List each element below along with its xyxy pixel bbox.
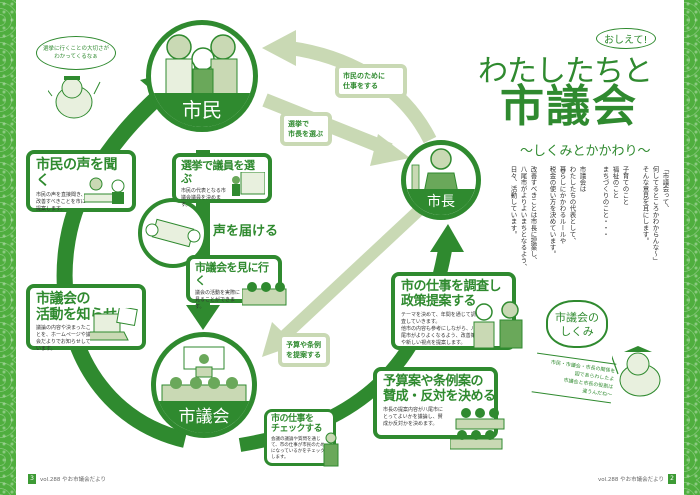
label-propose-budget: 予算や条例 を提案する bbox=[278, 333, 330, 367]
box-research-title: 市の仕事を調査し 政策提案する bbox=[401, 279, 502, 309]
box-vote: 予算案や条例案の 賛成・反対を決める 市長の提案内容が八尾市にとってよいかを議論… bbox=[373, 367, 498, 439]
citizens-node: 市民 bbox=[146, 20, 258, 132]
council-members-illustration bbox=[450, 408, 505, 450]
council-node: 市議会 bbox=[151, 332, 257, 438]
footer-left-text: vol.288 やお市議会だより bbox=[40, 477, 107, 483]
mascot-cloud: 市議会の しくみ bbox=[546, 300, 608, 348]
mascot-top-speech: 選挙に行くことの大切さが わかってくるなぁ bbox=[36, 36, 116, 70]
intro-text-1: 「市議会って、 何してるところかわからんな〜」 そんな意見を耳にします。 bbox=[641, 166, 669, 264]
council-label: 市議会 bbox=[156, 401, 252, 433]
title-subtitle: 〜しくみとかかわり〜 bbox=[520, 144, 651, 159]
box-listen: 市民の声を聞く 市民の声を直接聞き、改善すべきことを市に提案します。 bbox=[26, 150, 136, 212]
box-elect: 選挙で議員を選ぶ 市民の代表となる市議会議員を決めます。 bbox=[172, 153, 272, 208]
right-edge-pattern bbox=[684, 0, 700, 495]
label-work-for-citizens: 市民のために 仕事をする bbox=[335, 64, 407, 98]
box-visit: 市議会を見に行く 議会の活動を実際に見ることができます。 bbox=[186, 255, 287, 310]
box-visit-title: 市議会を見に行く bbox=[195, 261, 269, 287]
council-illustration bbox=[161, 346, 247, 405]
box-vote-text: 市長の提案内容が八尾市にとってよいかを議論し、賛成か反対かを決めます。 bbox=[383, 407, 444, 427]
label-elect-mayor: 選挙で 市長を選ぶ bbox=[280, 112, 332, 146]
title-line1: わたしたちと bbox=[478, 54, 653, 89]
box-inform: 市議会の 活動を知らせる 議論の内容や決まったことを、ホームページや議会だよりで… bbox=[26, 284, 146, 352]
owl-mascot-top bbox=[48, 76, 101, 119]
box-check-text: 会議の議論や質問を通じて、市の仕事が市民のためになっているかをチェックします。 bbox=[271, 437, 325, 460]
arrow-mayor-to-council bbox=[275, 195, 435, 345]
footer-right-text: vol.288 やお市議会だより bbox=[598, 477, 665, 483]
title-badge: おしえて! bbox=[596, 28, 656, 49]
footer-right: vol.288 やお市議会だより 2 bbox=[598, 474, 677, 484]
box-elect-title: 選挙で議員を選ぶ bbox=[181, 159, 255, 185]
inspector-illustration bbox=[323, 432, 339, 467]
ballot-booth-illustration bbox=[232, 172, 265, 196]
box-listen-title: 市民の声を聞く bbox=[36, 157, 118, 189]
arrowhead-to-mayor bbox=[430, 224, 464, 252]
box-vote-title: 予算案や条例案の 賛成・反対を決める bbox=[383, 374, 496, 404]
intro-text-3: 市議会は わたしたちの代表として、 暮らしにかかわるルールや 税金の使い方を決め… bbox=[548, 166, 586, 257]
box-research-text: テーマを決めて、年間を通じて調査していきます。 他市の内容も参考にしながら、八尾… bbox=[401, 312, 477, 346]
mayor-label: 市長 bbox=[406, 189, 476, 215]
citizens-illustration bbox=[165, 34, 238, 97]
intro-text-2: 子育てのこと 福祉のこと まちづくりのこと・・・ bbox=[601, 166, 629, 238]
footer-left: 3 vol.288 やお市議会だより bbox=[28, 474, 106, 484]
arrowhead-to-council bbox=[186, 305, 220, 330]
citizens-label: 市民 bbox=[151, 93, 253, 127]
intro-text-4: 改善すべきことは市長に提案し、 八尾市がよりよいまちとなるよう、 日々、活動して… bbox=[509, 166, 537, 270]
box-elect-text: 市民の代表となる市議会議員を決めます。 bbox=[181, 188, 226, 208]
box-listen-text: 市民の声を直接聞き、改善すべきことを市に提案します。 bbox=[36, 192, 86, 212]
deliver-voice-label: 声を届ける bbox=[213, 224, 279, 239]
listen-illustration bbox=[84, 177, 125, 204]
page-number-left: 3 bbox=[28, 474, 36, 484]
page-number-right: 2 bbox=[668, 474, 677, 484]
document-handoff-icon bbox=[145, 218, 201, 248]
researchers-illustration bbox=[473, 301, 523, 349]
laptop-illustration bbox=[90, 308, 138, 341]
mayor-illustration bbox=[411, 148, 459, 193]
title-main: 市議会 bbox=[500, 81, 638, 132]
box-visit-text: 議会の活動を実際に見ることができます。 bbox=[195, 290, 241, 310]
box-check-title: 市の仕事を チェックする bbox=[271, 414, 323, 434]
owl-mascot-bottom bbox=[612, 346, 661, 397]
box-inform-text: 議論の内容や決まったことを、ホームページや議会だよりでお知らせしています。 bbox=[36, 325, 91, 352]
arrow-council-to-citizens bbox=[56, 89, 187, 448]
audience-illustration bbox=[242, 282, 287, 306]
mayor-node: 市長 bbox=[401, 140, 481, 220]
left-edge-pattern bbox=[0, 0, 16, 495]
